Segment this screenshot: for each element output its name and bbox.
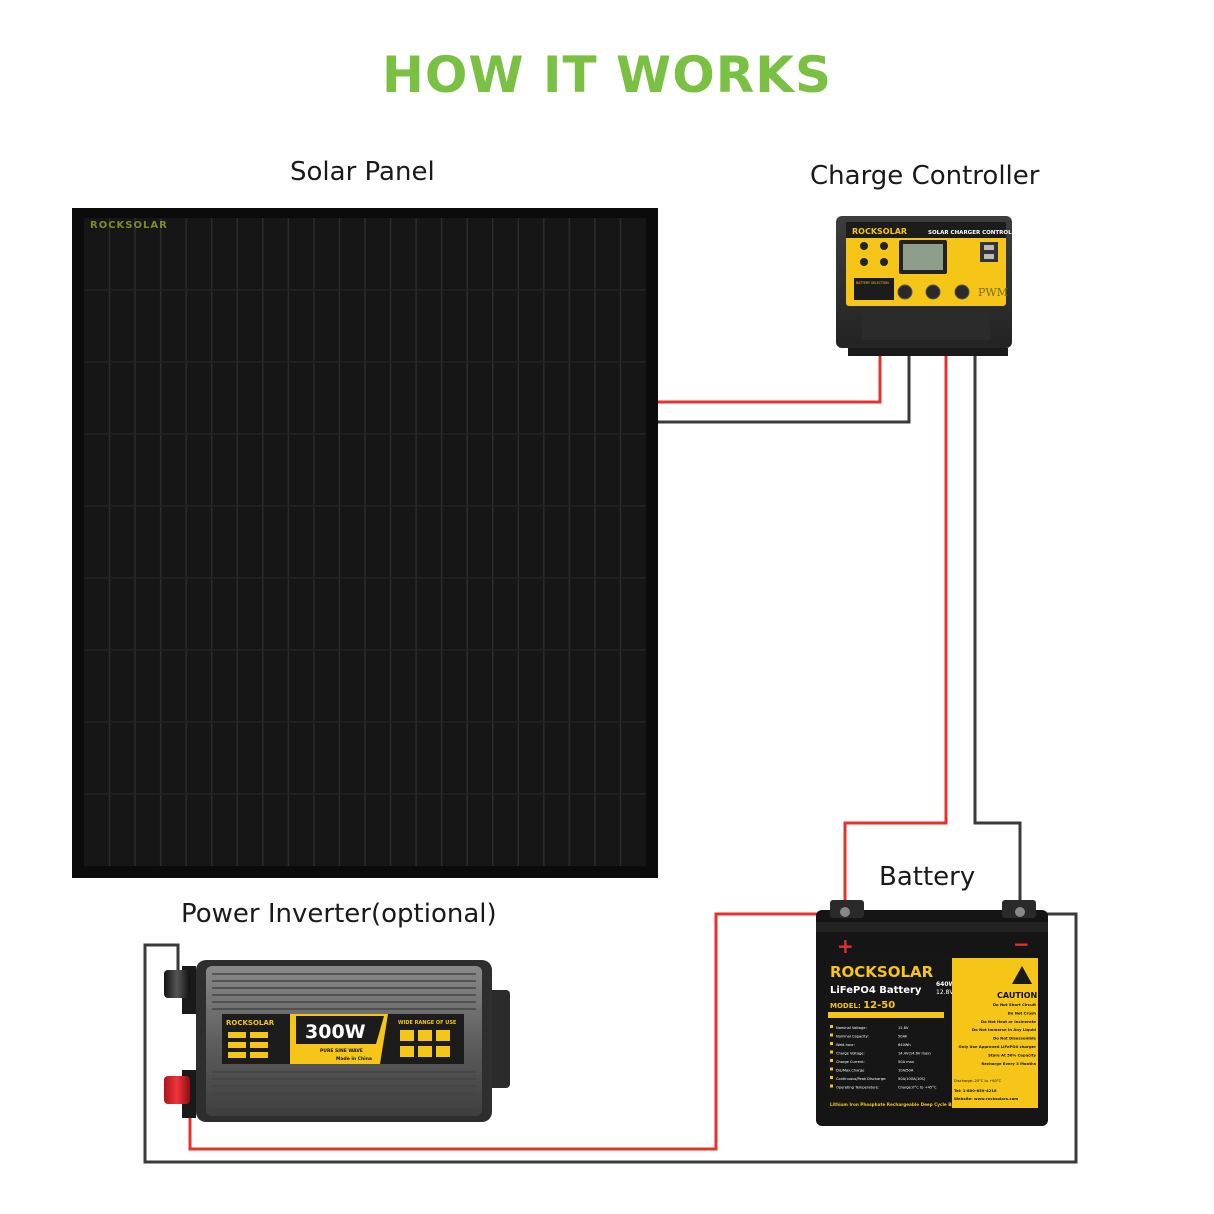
controller-brand: ROCKSOLAR <box>852 227 907 236</box>
panel-negative-wire <box>658 342 911 424</box>
battery-warning-list: Do Not Short Circuit Do Not Crush Do Not H… <box>959 1002 1037 1066</box>
spec-bullet-icon <box>830 1067 833 1071</box>
inverter-negative-terminal <box>164 970 190 998</box>
battery-positive-terminal <box>840 907 850 917</box>
warning-line: Do Not Immerse In Any Liquid <box>972 1027 1036 1032</box>
inverter-power: 300W <box>305 1021 366 1043</box>
spec-value: 50A/100A(10S) <box>898 1077 926 1081</box>
page-title: HOW IT WORKS <box>382 46 832 104</box>
battery-negative-terminal <box>1015 907 1025 917</box>
solar-cell-grid <box>84 218 646 866</box>
battery: + − ROCKSOLAR LiFePO4 Battery 640Wh 12.8… <box>816 900 1048 1126</box>
controller-button-right-icon <box>954 284 970 300</box>
warning-line: Do Not Disassemble <box>993 1036 1036 1041</box>
warning-line: Do Not Crush <box>1008 1010 1037 1015</box>
battery-footer: Lithium Iron Phosphate Rechargeable Deep… <box>830 1102 966 1107</box>
inverter-negative-wire <box>143 912 1078 1164</box>
battery-name: LiFePO4 Battery <box>830 985 922 996</box>
spec-label: Nominal Voltage: <box>836 1026 867 1030</box>
spec-bullet-icon <box>830 1042 833 1045</box>
inverter-origin: Made in China <box>336 1056 372 1062</box>
spec-value: 10A/50A <box>898 1069 914 1073</box>
spec-value: 12.8V <box>898 1026 909 1030</box>
warning-line: Do Not Short Circuit <box>993 1002 1036 1007</box>
battery-capacity: 640Wh <box>936 981 959 988</box>
svg-text:MODEL: 12-50: MODEL: 12-50 <box>830 1000 895 1011</box>
controller-button-left-icon <box>897 284 913 300</box>
controller-button-middle-icon <box>925 284 941 300</box>
spec-label: Charge Voltage: <box>836 1052 865 1056</box>
battery-caution: CAUTION! <box>997 991 1041 1000</box>
spec-bullet-icon <box>830 1025 833 1028</box>
inverter-usage-icons <box>400 1030 450 1057</box>
solar-panel-brand: ROCKSOLAR <box>90 220 168 231</box>
spec-value: Charge:0°C to +45°C <box>898 1086 937 1090</box>
battery-brand: ROCKSOLAR <box>830 963 934 981</box>
warning-line: Store At 50% Capacity <box>988 1052 1036 1057</box>
inverter-sine-wave: PURE SINE WAVE <box>320 1048 363 1054</box>
battery-tel: Tel: 1-800-859-4218 <box>954 1088 997 1093</box>
spec-label: Operating Temperature: <box>836 1086 879 1090</box>
spec-label: Nominal Capacity: <box>836 1035 869 1039</box>
battery-model: 12-50 <box>863 1000 895 1011</box>
spec-label: Continuous/Peak Discharge: <box>836 1077 886 1081</box>
warning-line: Do Not Heat or Incinerate <box>981 1019 1036 1024</box>
spec-bullet-icon <box>830 1059 833 1062</box>
spec-value: 50Ah <box>898 1035 907 1039</box>
controller-mode-icons <box>860 242 888 266</box>
inverter-range: WIDE RANGE OF USE <box>398 1020 457 1026</box>
battery-website: Website: www.rocksolars.com <box>954 1096 1018 1101</box>
inverter-status-lights <box>228 1032 268 1058</box>
battery-spec-list: Nominal Voltage: 12.8V Nominal Capacity: 50… <box>830 1025 937 1090</box>
battery-negative-wire <box>973 342 1022 913</box>
caution-triangle-icon <box>1012 966 1032 984</box>
battery-model-label: MODEL: <box>830 1002 861 1010</box>
spec-value: 50A max <box>898 1060 915 1064</box>
battery-minus-sign: − <box>1013 932 1030 956</box>
spec-label: Watt-hour: <box>836 1043 855 1047</box>
spec-value: 640Wh <box>898 1043 911 1047</box>
controller-heading: SOLAR CHARGER CONTROLLER <box>928 230 1024 236</box>
battery-discharge-temp: Discharge:-20°C to +60°C <box>954 1079 1002 1083</box>
inverter-positive-wire <box>188 912 838 1151</box>
power-inverter-label: Power Inverter(optional) <box>181 899 497 929</box>
inverter-positive-terminal <box>164 1076 190 1104</box>
spec-bullet-icon <box>830 1033 833 1037</box>
charge-controller-label: Charge Controller <box>810 161 1040 191</box>
warning-line: Recharge Every 3 Months <box>981 1061 1036 1066</box>
solar-panel-label: Solar Panel <box>290 157 435 187</box>
battery-positive-wire <box>843 342 948 913</box>
charge-controller: ROCKSOLAR SOLAR CHARGER CONTROLLER BATTE… <box>836 216 1024 356</box>
battery-plus-sign: + <box>837 934 854 958</box>
battery-selection-label: BATTERY SELECTION <box>856 281 889 285</box>
spec-bullet-icon <box>830 1050 833 1054</box>
spec-bullet-icon <box>830 1076 833 1079</box>
spec-label: Charge Current: <box>836 1060 865 1064</box>
inverter-cooling-fins <box>212 973 476 1108</box>
warning-line: Only Use Approved LiFePO4 charger <box>959 1044 1037 1049</box>
spec-bullet-icon <box>830 1084 833 1088</box>
spec-label: Dis/Max.Charge <box>836 1069 865 1073</box>
panel-positive-wire <box>658 342 882 404</box>
controller-mode: PWM <box>978 286 1008 299</box>
wires <box>143 342 1078 1164</box>
solar-panel: ROCKSOLAR <box>72 208 658 878</box>
spec-value: 14.4V(14.6V max) <box>898 1052 931 1056</box>
inverter-brand: ROCKSOLAR <box>226 1019 275 1027</box>
power-inverter: ROCKSOLAR 300W PURE SINE WAVE Made in Ch… <box>164 960 510 1122</box>
battery-label: Battery <box>879 862 976 892</box>
